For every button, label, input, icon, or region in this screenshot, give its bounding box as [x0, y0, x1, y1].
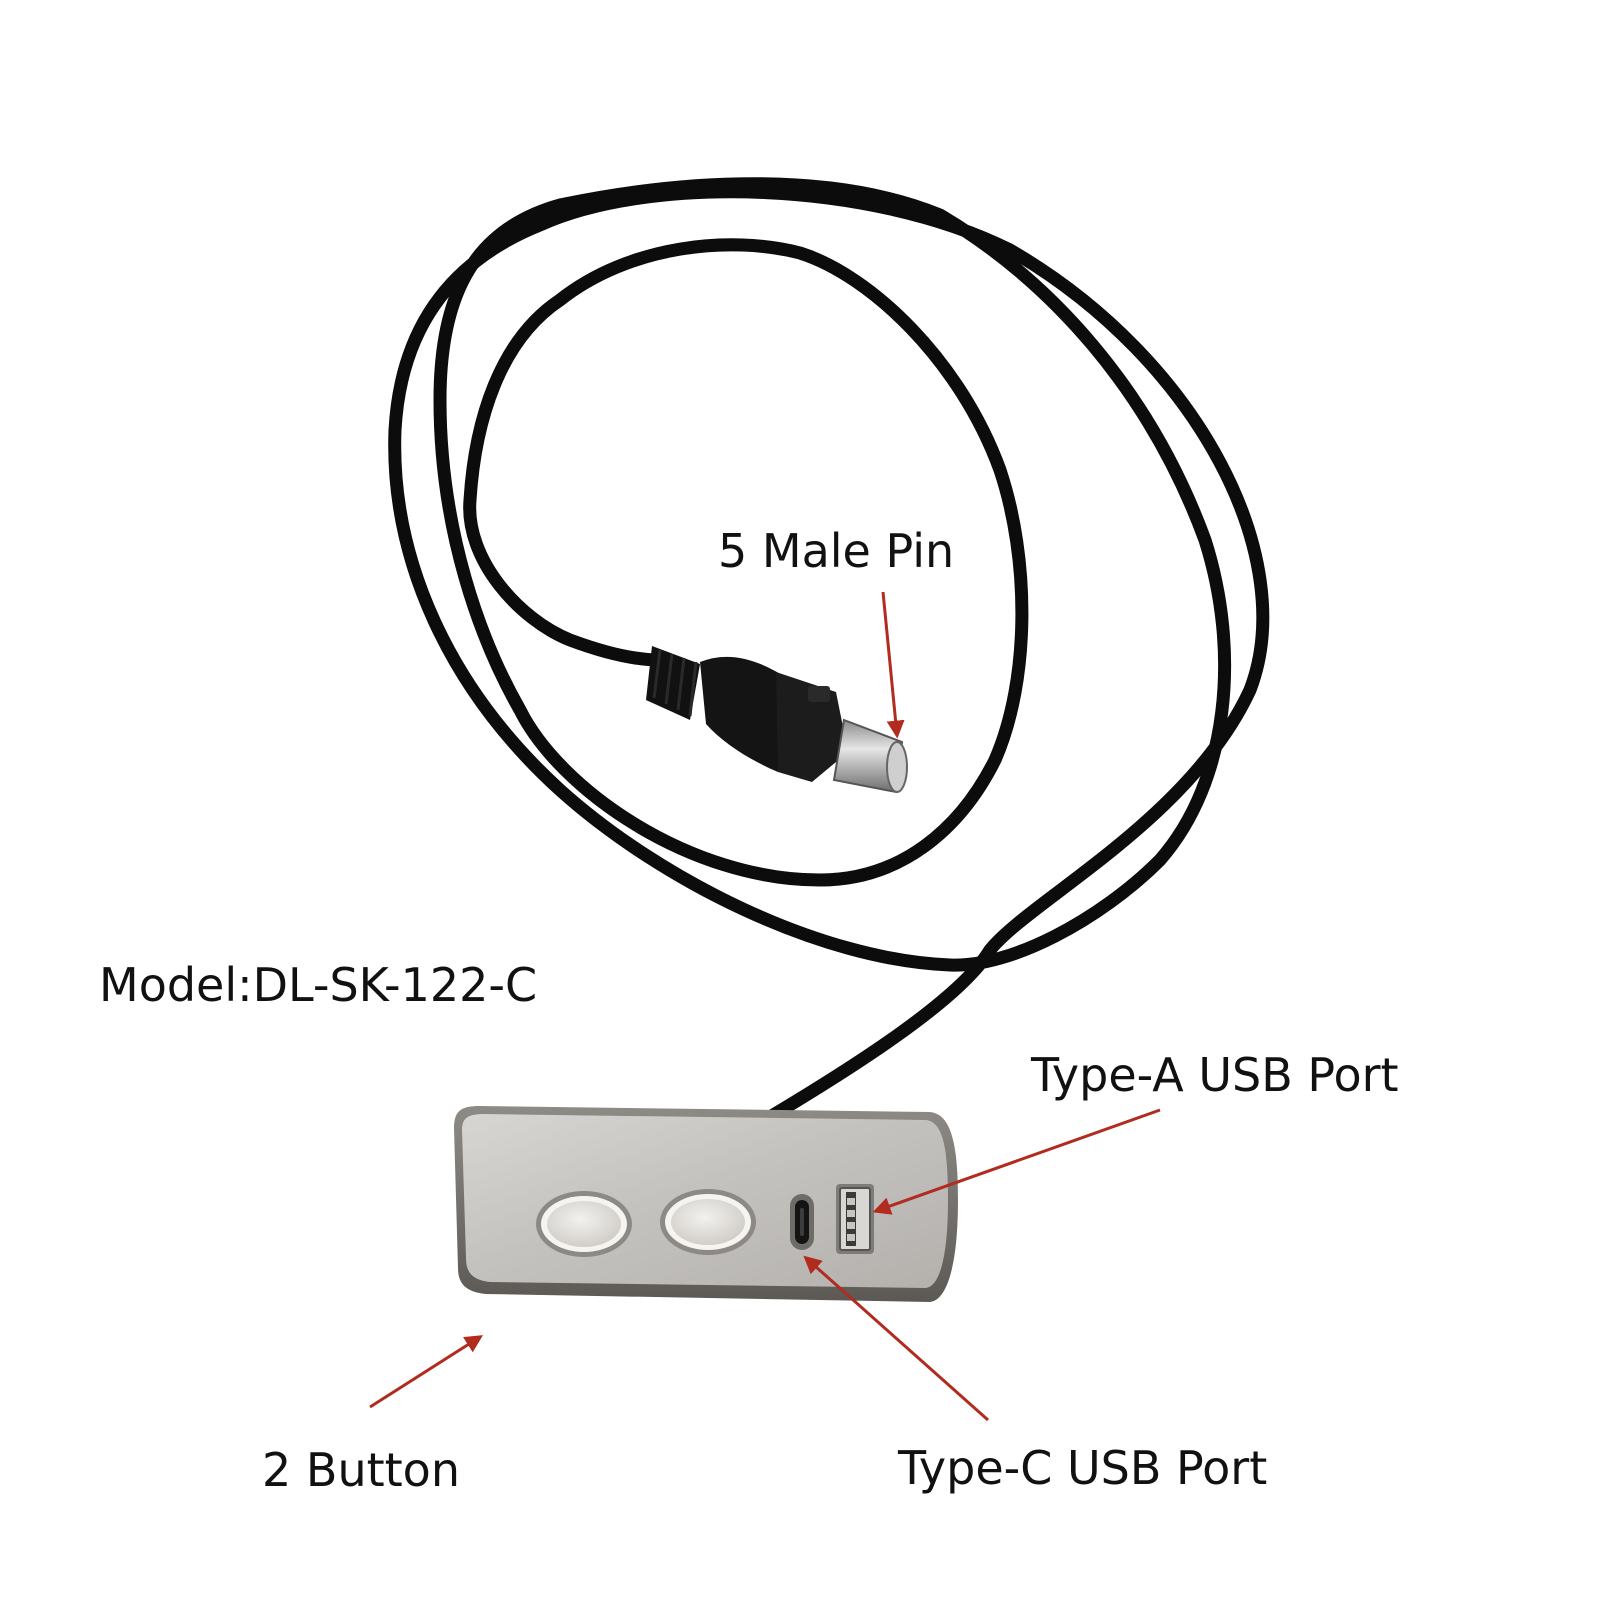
arrow-type-c	[803, 1255, 989, 1422]
button-right[interactable]	[660, 1189, 756, 1255]
usb-contacts	[847, 1198, 855, 1241]
cable	[388, 177, 1270, 1137]
label-type-c-port: Type-C USB Port	[898, 1441, 1268, 1495]
label-type-a-port: Type-A USB Port	[1031, 1048, 1399, 1102]
arrow-pin	[881, 591, 905, 739]
male-pin-connector	[646, 646, 908, 794]
arrow-type-a	[872, 1108, 1161, 1215]
label-2-button: 2 Button	[262, 1443, 460, 1497]
type-c-port[interactable]	[790, 1194, 814, 1250]
label-model: Model:DL-SK-122-C	[99, 958, 538, 1012]
strain-relief-ridges	[652, 649, 698, 717]
arrow-buttons	[369, 1335, 484, 1409]
callout-arrows	[369, 591, 1161, 1422]
label-5-male-pin: 5 Male Pin	[718, 524, 955, 578]
button-left[interactable]	[536, 1191, 632, 1257]
type-a-port[interactable]	[836, 1184, 874, 1254]
